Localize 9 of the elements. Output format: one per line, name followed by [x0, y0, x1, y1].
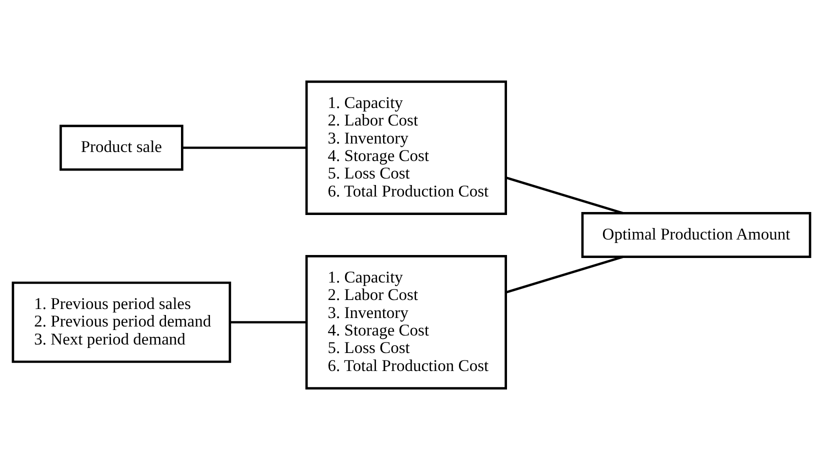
- node-box: 1. Previous period sales 2. Previous period demand 3. Next period demand: [12, 282, 232, 363]
- connector: [230, 321, 307, 324]
- node-box: 1. Capacity 2. Labor Cost 3. Inventory 4. Storage Cost 5. Loss Cost 6. Total Production Cost: [305, 80, 507, 215]
- connector: [506, 256, 624, 294]
- connector: [182, 146, 306, 149]
- node-box: 1. Capacity 2. Labor Cost 3. Inventory 4. Storage Cost 5. Loss Cost 6. Total Production Cost: [305, 255, 507, 390]
- connector: [506, 176, 624, 214]
- node-box: Optimal Production Amount: [581, 212, 812, 258]
- node-box: Product sale: [60, 124, 184, 171]
